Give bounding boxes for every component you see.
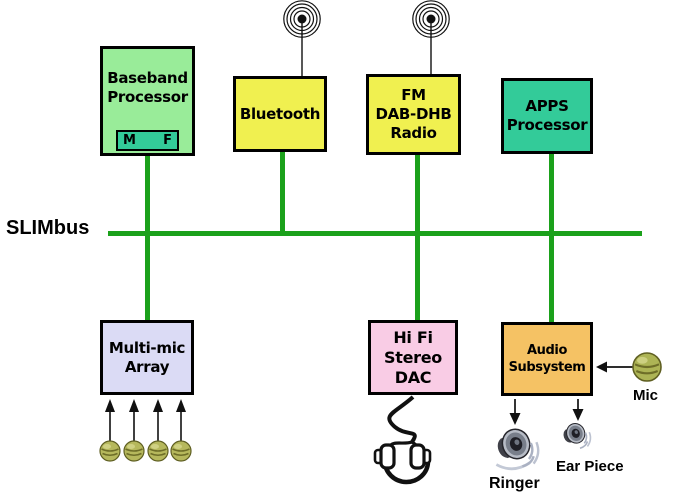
- mic-label: Mic: [633, 387, 659, 404]
- hifi-label-line1: Hi Fi: [393, 327, 433, 347]
- connector-bluetooth: [280, 150, 285, 236]
- multimic-label-line1: Multi-mic: [108, 338, 186, 357]
- hifi-stereo-dac-box: Hi Fi Stereo DAC: [368, 320, 458, 395]
- slimbus-label: SLIMbus: [6, 217, 90, 239]
- connector-fm-radio: [415, 153, 420, 320]
- connector-baseband: [145, 154, 150, 320]
- antenna-icon: [283, 0, 321, 77]
- mf-box-f-label: F: [163, 133, 172, 148]
- ear-piece-label: Ear Piece: [556, 458, 624, 475]
- hifi-label-line3: DAC: [394, 367, 432, 387]
- baseband-processor-box: Baseband Processor: [100, 46, 195, 156]
- baseband-label-line2: Processor: [107, 88, 188, 106]
- fm-label-line3: Radio: [390, 124, 437, 142]
- headphones-icon: [373, 395, 432, 485]
- antenna-icon: [412, 0, 450, 75]
- audio-subsystem-box: Audio Subsystem: [501, 322, 593, 396]
- apps-label-line2: Processor: [506, 116, 588, 134]
- mic-icon: [632, 352, 662, 382]
- audio-output-arrows: [509, 399, 584, 425]
- mic-input-arrow: [596, 361, 634, 373]
- baseband-label-line1: Baseband: [107, 69, 188, 87]
- multi-mic-array-box: Multi-mic Array: [100, 320, 194, 395]
- audio-label-line1: Audio: [526, 343, 567, 358]
- speaker-icon: [495, 428, 540, 471]
- mic-icon: [99, 399, 121, 462]
- bluetooth-box: Bluetooth: [233, 76, 327, 152]
- mic-icon: [123, 399, 145, 462]
- mic-icon: [170, 399, 192, 462]
- ringer-label: Ringer: [489, 475, 540, 492]
- fm-label-line2: DAB-DHB: [375, 105, 452, 123]
- fm-label-line1: FM: [401, 86, 426, 104]
- connector-apps: [549, 152, 554, 322]
- mic-array-group: [99, 399, 192, 462]
- mic-icon: [147, 399, 169, 462]
- audio-label-line2: Subsystem: [508, 360, 586, 375]
- fm-dab-dhb-radio-box: FM DAB-DHB Radio: [366, 74, 461, 155]
- hifi-label-line2: Stereo: [384, 347, 442, 367]
- speaker-icon: [563, 423, 592, 450]
- baseband-mf-box: M F: [116, 130, 179, 151]
- apps-label-line1: APPS: [525, 97, 569, 115]
- mf-box-m-label: M: [123, 133, 136, 148]
- apps-processor-box: APPS Processor: [501, 78, 593, 154]
- slimbus-line: [108, 231, 642, 236]
- bluetooth-label: Bluetooth: [239, 104, 321, 123]
- multimic-label-line2: Array: [124, 357, 170, 376]
